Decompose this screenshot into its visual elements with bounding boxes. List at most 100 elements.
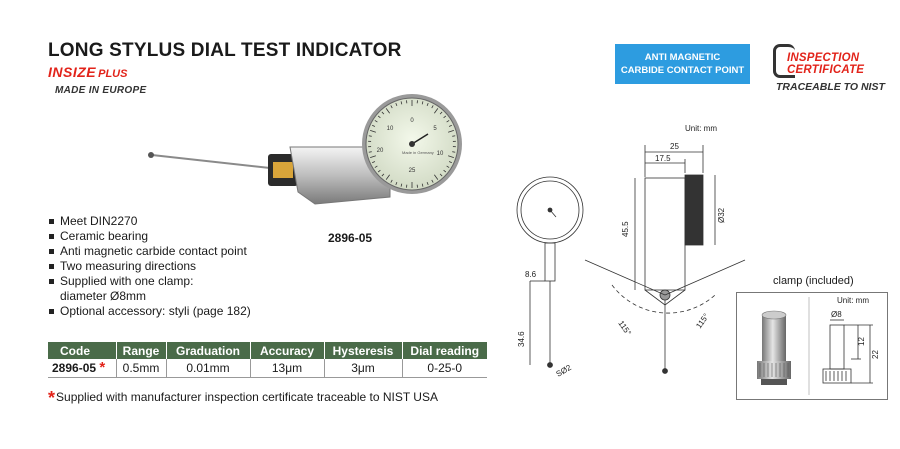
angle-left: 115°	[616, 319, 633, 337]
product-photo: 0 5 10 20 10 25 Made in Germany	[148, 94, 462, 205]
dial-tick	[421, 101, 424, 105]
cell-range: 0.5mm	[116, 359, 167, 378]
certificate-frame-icon	[773, 44, 795, 78]
feature-item-continued: diameter Ø8mm	[60, 289, 147, 303]
dial-tick	[372, 124, 376, 127]
dial-tick	[452, 151, 456, 153]
col-header-hysteresis: Hysteresis	[324, 342, 403, 359]
anti-magnetic-line1: ANTI MAGNETIC	[644, 52, 721, 63]
dial-tick	[370, 155, 376, 158]
cell-dial-reading: 0-25-0	[402, 359, 487, 378]
dial-face-text: Made in Germany	[402, 150, 434, 155]
cert-line2: CERTIFICATE	[787, 64, 865, 76]
dial-tick	[395, 102, 398, 107]
dial-tick	[434, 174, 439, 180]
dial-tick	[434, 108, 439, 114]
brand-name: INSIZE	[48, 64, 97, 80]
clamp-dim-12: 12	[857, 337, 866, 346]
dim-45-5: 45.5	[621, 221, 630, 237]
clamp-illustration: Unit: mm Ø8 12 22	[757, 296, 880, 395]
dial-tick	[439, 173, 443, 177]
col-header-code: Code	[48, 342, 117, 359]
dial-tick	[390, 105, 393, 109]
cell-accuracy: 13μm	[250, 359, 325, 378]
anti-magnetic-badge: ANTI MAGNETIC CARBIDE CONTACT POINT	[615, 44, 750, 84]
svg-text:20: 20	[377, 148, 384, 154]
svg-text:0: 0	[410, 118, 414, 124]
svg-text:10: 10	[387, 126, 394, 132]
clamp-title: clamp (included)	[773, 275, 854, 287]
footnote: *Supplied with manufacturer inspection c…	[48, 385, 438, 408]
inspection-certificate-badge: INSPECTION CERTIFICATE TRACEABLE TO NIST	[773, 44, 888, 96]
footnote-text: Supplied with manufacturer inspection ce…	[56, 390, 438, 404]
dial-tick	[390, 179, 393, 183]
page-title: LONG STYLUS DIAL TEST INDICATOR	[48, 40, 402, 61]
col-header-dial-reading: Dial reading	[402, 342, 487, 359]
dim-s2: SØ2	[555, 363, 574, 379]
dial-tick	[426, 181, 429, 186]
dial-tick	[377, 115, 381, 119]
table-header-row: Code Range Graduation Accuracy Hysteresi…	[48, 342, 487, 359]
dial-tick	[448, 155, 454, 158]
cell-code-star: *	[99, 359, 106, 377]
spec-table: Code Range Graduation Accuracy Hysteresi…	[48, 342, 487, 378]
drawing-unit: Unit: mm	[685, 124, 717, 133]
made-in-label: MADE IN EUROPE	[55, 85, 147, 96]
dial-tick	[431, 105, 434, 109]
dial-tick	[446, 165, 450, 168]
svg-text:25: 25	[409, 168, 416, 174]
product-code-label: 2896-05	[328, 231, 373, 245]
clamp-panel: Unit: mm Ø8 12 22	[736, 292, 888, 400]
col-header-accuracy: Accuracy	[250, 342, 325, 359]
brand-plus: PLUS	[98, 68, 128, 80]
dial-tick	[381, 173, 385, 177]
dial-tick	[385, 174, 390, 180]
feature-item: Optional accessory: styli (page 182)	[48, 304, 251, 319]
feature-item: Anti magnetic carbide contact point	[48, 244, 251, 259]
dial-tick	[443, 169, 447, 173]
dial-tick	[443, 115, 447, 119]
dial-tick	[426, 102, 429, 107]
feature-item: Ceramic bearing	[48, 229, 251, 244]
feature-item: Meet DIN2270	[48, 214, 251, 229]
dial-tick	[385, 108, 390, 114]
dim-17-5: 17.5	[655, 154, 671, 163]
dim-34-6: 34.6	[517, 331, 526, 347]
cell-code-value: 2896-05	[52, 361, 97, 376]
dim-8-6: 8.6	[525, 270, 537, 279]
dim-32: Ø32	[717, 207, 726, 223]
cell-graduation: 0.01mm	[166, 359, 251, 378]
feature-item: Two measuring directions	[48, 259, 251, 274]
dial-tick	[400, 183, 403, 187]
cert-line1: INSPECTION	[787, 52, 860, 64]
dial-tick	[377, 169, 381, 173]
clamp-dim-22: 22	[871, 350, 880, 359]
feature-list: Meet DIN2270 Ceramic bearing Anti magnet…	[48, 214, 251, 319]
dial-tick	[368, 151, 372, 153]
svg-text:5: 5	[433, 126, 437, 132]
cell-code: 2896-05 *	[48, 359, 117, 378]
col-header-range: Range	[116, 342, 167, 359]
anti-magnetic-line2: CARBIDE CONTACT POINT	[620, 65, 745, 76]
dial-tick	[374, 120, 378, 123]
table-row: 2896-05 * 0.5mm 0.01mm 13μm 3μm 0-25-0	[48, 359, 487, 378]
dial-tick	[372, 161, 376, 164]
cell-hysteresis: 3μm	[324, 359, 403, 378]
dial-tick	[374, 165, 378, 168]
dial-tick	[439, 111, 443, 115]
dial-tick	[446, 120, 450, 123]
dial-tick	[400, 101, 403, 105]
dial-tick	[448, 130, 454, 133]
svg-text:10: 10	[437, 151, 444, 157]
dial-tick	[448, 161, 452, 164]
footnote-star: *	[48, 388, 56, 408]
angle-right: 115°	[694, 312, 711, 330]
feature-item: Supplied with one clamp:	[48, 274, 251, 289]
dial-tick	[421, 183, 424, 187]
technical-drawing: Unit: mm 25 17.5 45.5 Ø32 8.6 34.6 SØ2 1…	[516, 124, 746, 379]
dial-tick	[370, 130, 376, 133]
clamp-dim-8: Ø8	[831, 310, 842, 319]
clamp-unit: Unit: mm	[837, 296, 869, 305]
dial-tick	[395, 181, 398, 186]
